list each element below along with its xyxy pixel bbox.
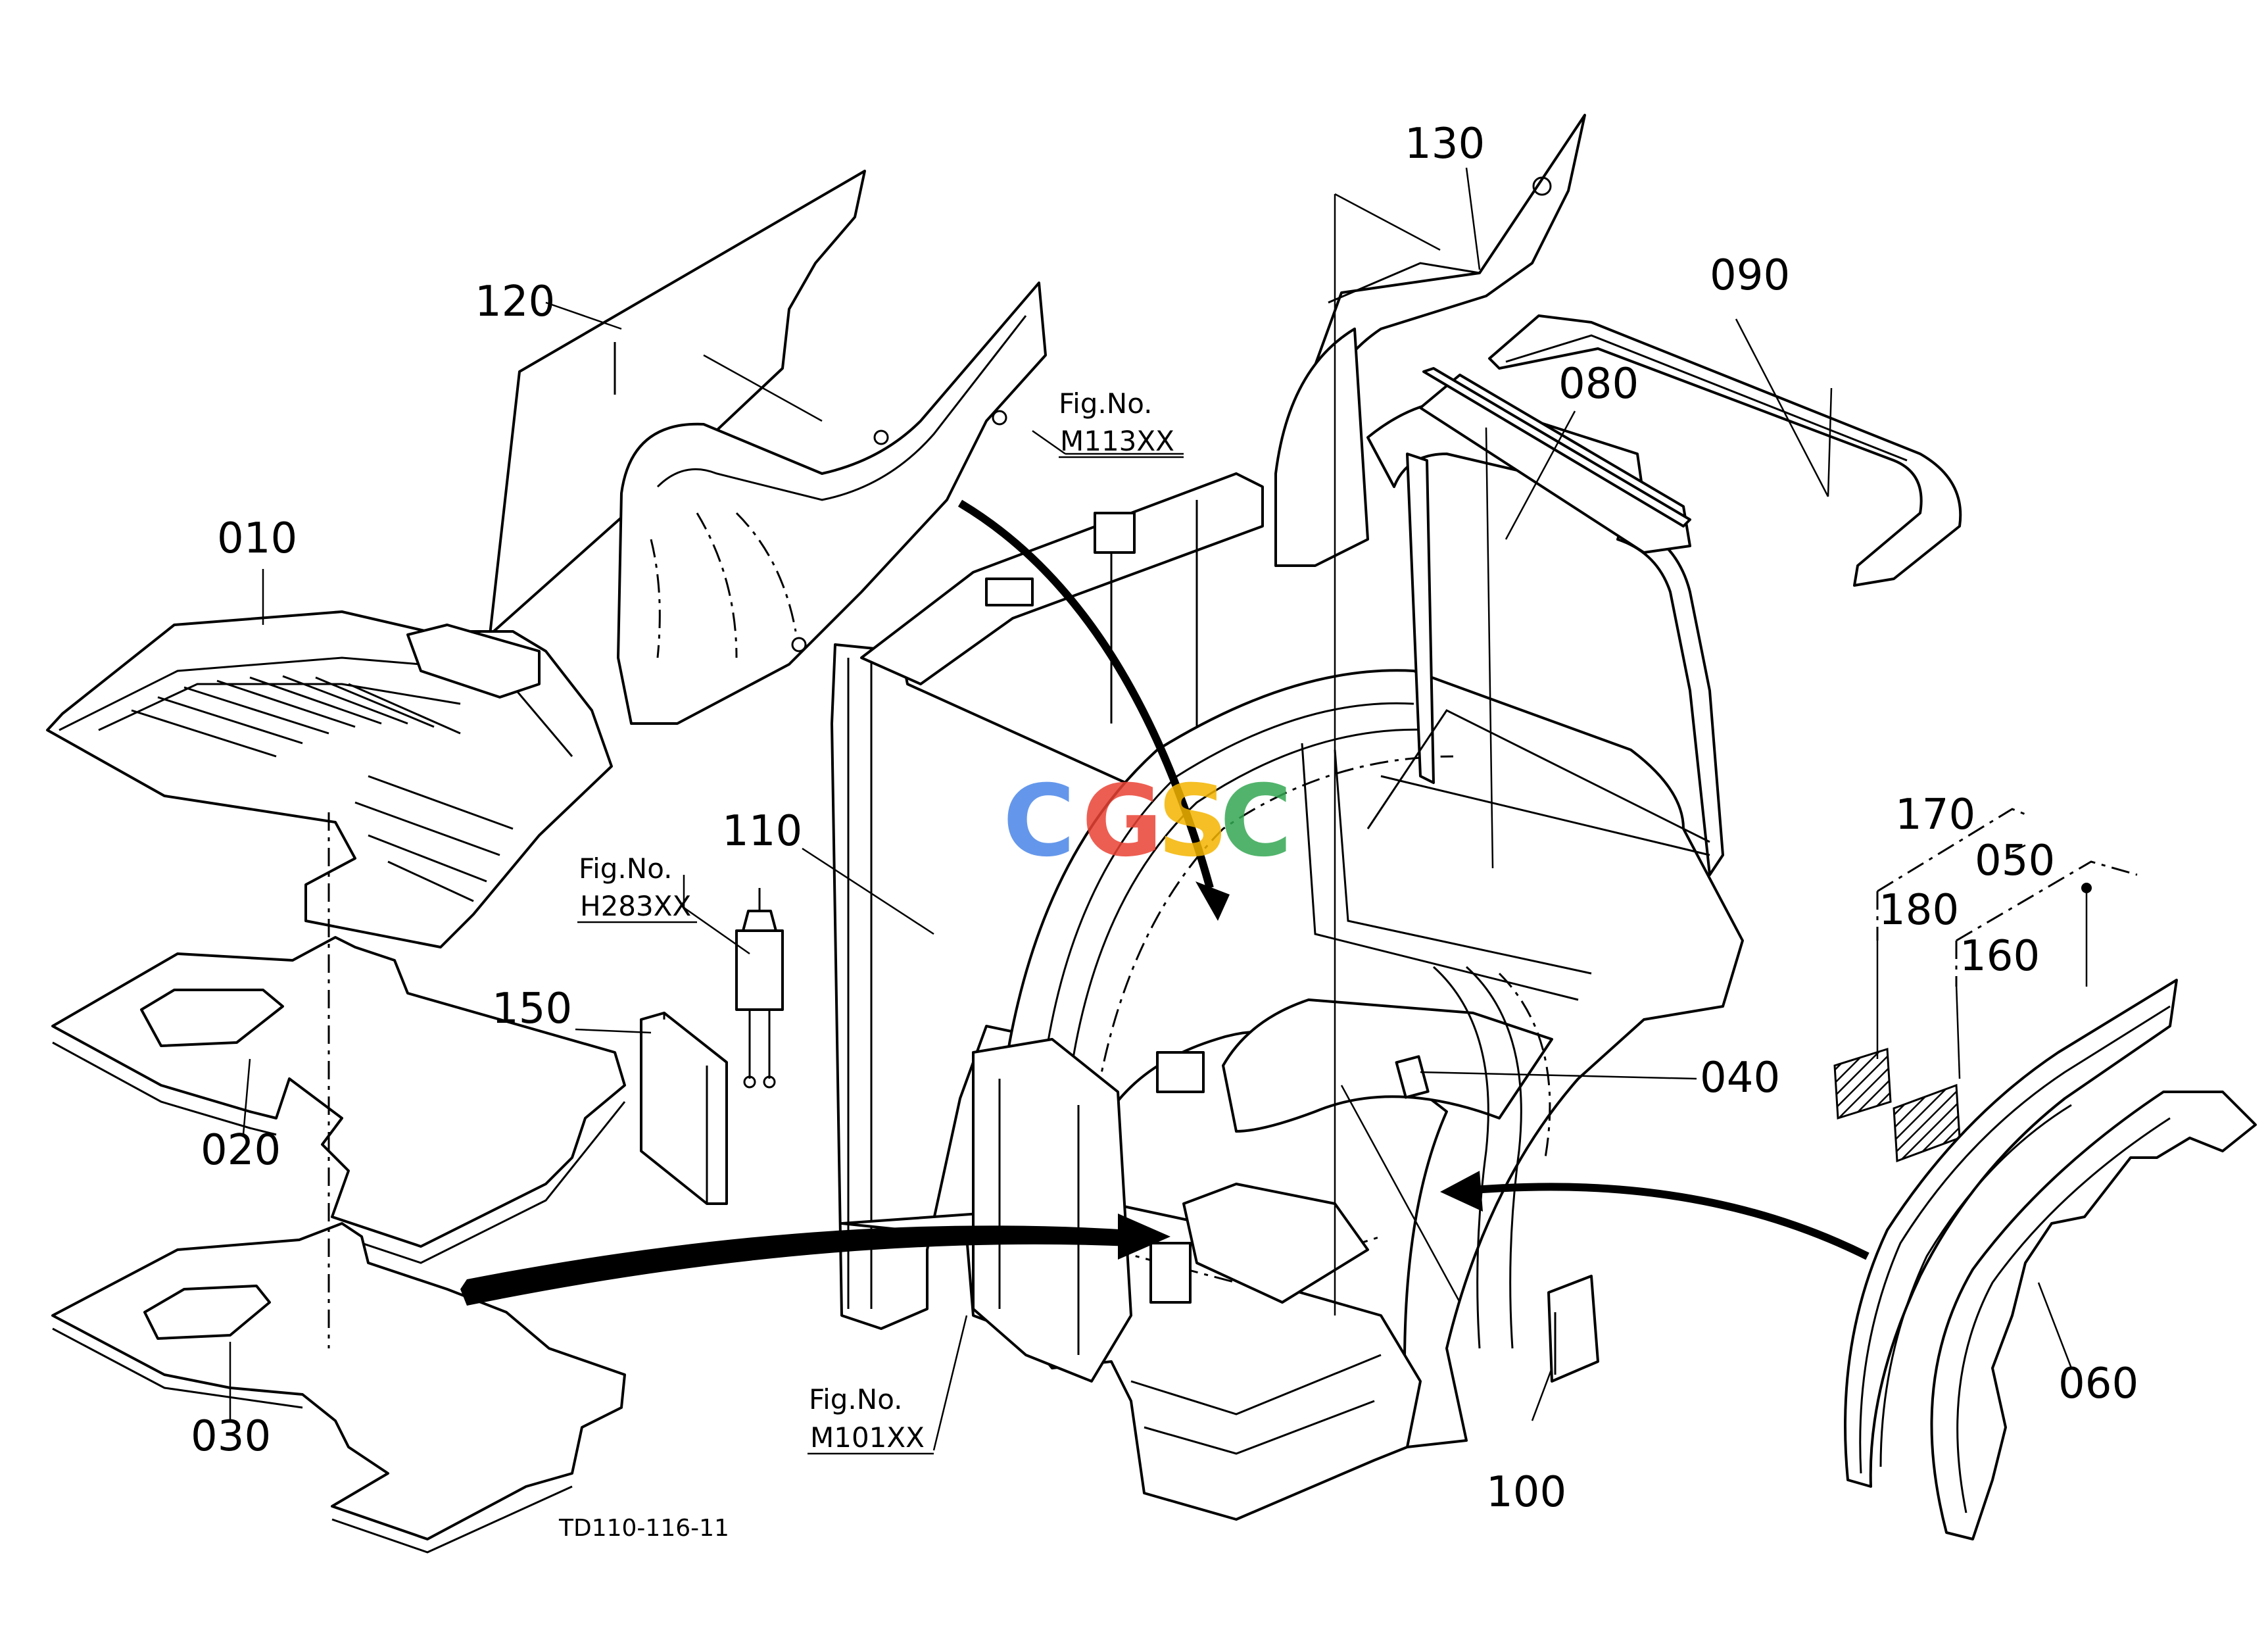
part-130-quarter-panel xyxy=(1274,114,1586,567)
joystick-lever-h283 xyxy=(735,888,784,1089)
reference-h283: Fig.No. H283XX xyxy=(577,852,697,923)
reference-m113-code: M113XX xyxy=(1060,425,1174,457)
part-010-floor-frame xyxy=(46,610,613,948)
callout-060: 060 xyxy=(2058,1360,2138,1408)
part-120-panel xyxy=(489,170,866,636)
reference-h283-code: H283XX xyxy=(580,890,691,922)
reference-m113-label: Fig.No. xyxy=(1059,387,1153,420)
callout-150: 150 xyxy=(492,985,572,1033)
part-150-block xyxy=(640,1012,728,1205)
part-020-floor-mat xyxy=(51,936,626,1264)
part-080-seal-strip xyxy=(1422,367,1691,528)
reference-m101-label: Fig.No. xyxy=(809,1383,903,1415)
fender-liner-m113 xyxy=(617,282,1047,725)
callout-080: 080 xyxy=(1558,360,1639,408)
watermark-letter-4: C xyxy=(1220,764,1292,879)
group-bracket-lines xyxy=(1876,808,2138,987)
reference-m113: Fig.No. M113XX xyxy=(1059,387,1184,458)
callout-050: 050 xyxy=(1975,837,2055,885)
cab-lower-structure xyxy=(840,1038,1422,1521)
rear-wheel-arch xyxy=(998,669,1744,1448)
callout-010: 010 xyxy=(217,514,297,563)
callout-120: 120 xyxy=(475,278,555,326)
bullet-dot xyxy=(2081,883,2092,893)
part-180-label xyxy=(1833,1047,1892,1120)
part-030-floor-mat xyxy=(51,1222,626,1554)
arrow-left xyxy=(460,1214,1170,1306)
watermark-logo: C G S C xyxy=(1003,764,1292,879)
floor-frame-ribs xyxy=(131,675,514,902)
watermark-letter-3: S xyxy=(1157,764,1228,879)
callout-030: 030 xyxy=(191,1412,271,1461)
cab-upper-right-frame xyxy=(1366,374,1724,876)
callout-170: 170 xyxy=(1895,791,1975,839)
reference-m101: Fig.No. M101XX xyxy=(808,1383,934,1455)
drawing-code: TD110-116-11 xyxy=(558,1515,729,1542)
reference-m101-code: M101XX xyxy=(810,1421,925,1454)
callout-180: 180 xyxy=(1879,886,1959,935)
reference-h283-label: Fig.No. xyxy=(579,852,673,885)
arrow-right xyxy=(1440,1171,1870,1260)
part-040-clip xyxy=(1395,1055,1430,1099)
part-100-plate xyxy=(1547,1275,1599,1383)
part-050-fender xyxy=(1844,979,2178,1488)
callout-100: 100 xyxy=(1486,1468,1566,1517)
leader-lines xyxy=(229,167,2088,1451)
watermark-letter-1: C xyxy=(1003,764,1075,879)
part-090-roof-seal xyxy=(1488,314,1962,587)
watermark-letter-2: G xyxy=(1082,764,1163,879)
callout-020: 020 xyxy=(201,1126,281,1175)
callout-130: 130 xyxy=(1405,120,1485,168)
callout-040: 040 xyxy=(1700,1054,1780,1102)
callout-090: 090 xyxy=(1710,251,1790,300)
part-060-inner-fender xyxy=(1930,1091,2257,1540)
arrow-top xyxy=(957,499,1230,921)
callout-160: 160 xyxy=(1960,932,2040,981)
callout-110: 110 xyxy=(722,807,802,856)
